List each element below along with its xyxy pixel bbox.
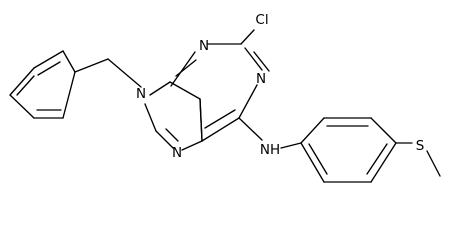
pyrimidine-ring [169,43,270,142]
n9-label: N [136,86,146,102]
amine-bonds [238,117,302,149]
n3-label: N [256,71,266,87]
anilino-phenyl-ring [300,117,397,183]
sulfur-label: S [416,138,425,154]
nh-label: NH [260,142,280,158]
imidazole-ring [144,81,203,151]
n1-label: N [199,38,209,54]
molecule-structure: N N N N Cl NH S [9,12,441,183]
methylene-bond [74,58,142,88]
methylthio-bonds [395,142,441,177]
benzyl-phenyl-ring [9,50,76,119]
n7-label: N [172,145,182,161]
chloro-bond [240,29,255,45]
chlorine-label: Cl [255,12,268,28]
